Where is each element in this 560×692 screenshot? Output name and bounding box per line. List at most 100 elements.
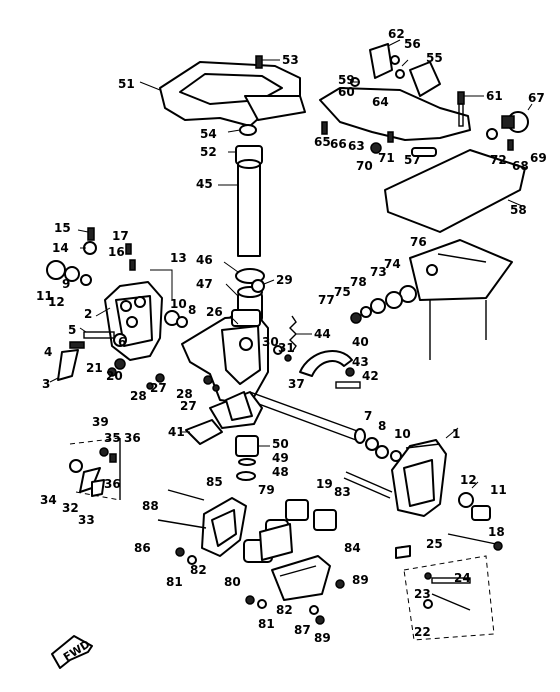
bottom-mount-80 <box>243 519 293 563</box>
callout-56: 56 <box>404 37 421 51</box>
callout-45: 45 <box>196 177 213 191</box>
callout-24: 24 <box>454 571 471 585</box>
tilt-rod-18 <box>447 533 503 551</box>
callout-27b: 27 <box>180 399 197 413</box>
callout-36b: 36 <box>104 477 121 491</box>
callout-16: 16 <box>108 245 125 259</box>
left-hardware-11-16 <box>46 227 173 300</box>
callout-31: 31 <box>278 341 295 355</box>
callout-10b: 10 <box>394 427 411 441</box>
callout-71: 71 <box>378 151 395 165</box>
callout-15: 15 <box>54 221 71 235</box>
callout-28b: 28 <box>176 387 193 401</box>
clamp-bracket-1 <box>391 427 459 517</box>
callout-76: 76 <box>410 235 427 249</box>
callout-57: 57 <box>404 153 421 167</box>
callout-9: 9 <box>62 277 70 291</box>
hardware-27-31 <box>146 345 292 392</box>
callout-14: 14 <box>52 241 69 255</box>
callout-36a: 36 <box>124 431 141 445</box>
callout-26: 26 <box>206 305 223 319</box>
washers-73-78 <box>350 285 417 324</box>
callout-30: 30 <box>262 335 279 349</box>
callout-49: 49 <box>272 451 289 465</box>
nuts-8-10-right <box>365 437 402 462</box>
callout-34: 34 <box>40 493 57 507</box>
callout-13: 13 <box>170 251 187 265</box>
callout-74: 74 <box>384 257 401 271</box>
washer-48 <box>236 471 256 481</box>
callout-47: 47 <box>196 277 213 291</box>
callout-77: 77 <box>318 293 335 307</box>
callout-46: 46 <box>196 253 213 267</box>
ring-29 <box>251 279 275 293</box>
callout-89b: 89 <box>314 631 331 645</box>
callout-42: 42 <box>362 369 379 383</box>
bolt-42-43 <box>335 367 361 389</box>
callout-50: 50 <box>272 437 289 451</box>
callout-20: 20 <box>106 369 123 383</box>
callout-67: 67 <box>528 91 545 105</box>
callout-64: 64 <box>372 95 389 109</box>
steering-bracket-51 <box>139 61 306 127</box>
fwd-arrow-icon: FWD <box>51 635 93 669</box>
group-22-box <box>395 545 495 641</box>
callout-12b: 12 <box>460 473 477 487</box>
bottom-mount-85 <box>157 489 247 557</box>
callout-8b: 8 <box>378 419 386 433</box>
right-hardware-11-12 <box>458 481 491 521</box>
callout-21: 21 <box>86 361 103 375</box>
callout-61: 61 <box>486 89 503 103</box>
callout-81b: 81 <box>258 617 275 631</box>
bolts-81-82-87-89 <box>175 547 325 625</box>
callout-69: 69 <box>530 151 547 165</box>
callout-75: 75 <box>334 285 351 299</box>
callout-81a: 81 <box>166 575 183 589</box>
gasket-58 <box>384 149 526 233</box>
callout-63: 63 <box>348 139 365 153</box>
callout-37: 37 <box>288 377 305 391</box>
steering-shaft-45 <box>218 159 261 257</box>
callout-78: 78 <box>350 275 367 289</box>
callout-29: 29 <box>276 273 293 287</box>
callout-70: 70 <box>356 159 373 173</box>
callout-43: 43 <box>352 355 369 369</box>
tilt-lever-40 <box>299 350 353 377</box>
callout-73: 73 <box>370 265 387 279</box>
callout-65: 65 <box>314 135 331 149</box>
bushing-54-52 <box>227 124 263 165</box>
callout-54: 54 <box>200 127 217 141</box>
callout-87: 87 <box>294 623 311 637</box>
callout-62: 62 <box>388 27 405 41</box>
washer-49 <box>238 458 256 466</box>
callout-25: 25 <box>426 537 443 551</box>
callout-84: 84 <box>344 541 361 555</box>
small-parts-68-72 <box>321 121 514 157</box>
bolt-53 <box>255 55 280 69</box>
lower-cover-plate <box>409 239 513 360</box>
callout-11b: 11 <box>490 483 507 497</box>
bolt-61 <box>457 91 484 127</box>
upper-cover-bracket <box>319 39 471 141</box>
callout-18: 18 <box>488 525 505 539</box>
callout-59: 59 <box>338 73 355 87</box>
callout-88: 88 <box>142 499 159 513</box>
callout-12a: 12 <box>48 295 65 309</box>
callout-89a: 89 <box>352 573 369 587</box>
callout-53: 53 <box>282 53 299 67</box>
callout-80: 80 <box>224 575 241 589</box>
callout-7: 7 <box>364 409 372 423</box>
callout-17: 17 <box>112 229 129 243</box>
callout-82a: 82 <box>190 563 207 577</box>
callout-6: 6 <box>118 335 126 349</box>
callout-28a: 28 <box>130 389 147 403</box>
callout-35: 35 <box>104 431 121 445</box>
rubber-blocks-79-83 <box>285 499 337 531</box>
lower-mount-center <box>209 391 263 429</box>
callout-labels: 1 2 3 4 5 6 7 8 8 9 10 10 11 11 12 12 13… <box>36 27 547 645</box>
callout-5: 5 <box>68 323 76 337</box>
callout-41: 41 <box>168 425 185 439</box>
callout-48: 48 <box>272 465 289 479</box>
callout-4: 4 <box>44 345 52 359</box>
